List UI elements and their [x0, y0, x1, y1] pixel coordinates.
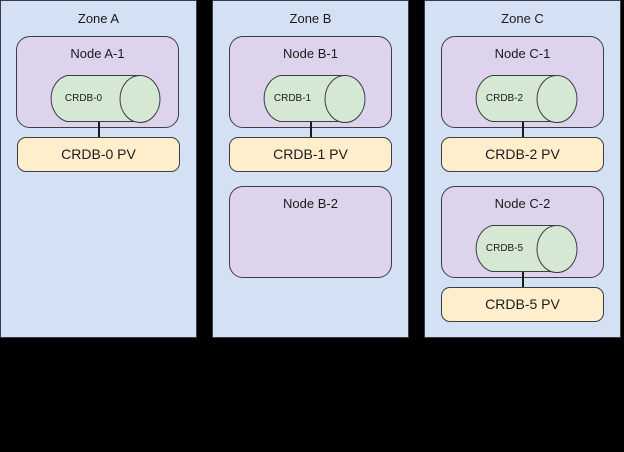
persistent-volume-label: CRDB-1 PV [273, 146, 348, 162]
cylinder-end-cap [324, 75, 366, 123]
node-title: Node B-1 [283, 46, 338, 61]
node-box-b-2[interactable]: Node B-2 [229, 186, 392, 278]
persistent-volume-label: CRDB-0 PV [61, 146, 136, 162]
persistent-volume-box[interactable]: CRDB-2 PV [441, 137, 604, 172]
persistent-volume-box[interactable]: CRDB-0 PV [17, 137, 180, 172]
persistent-volume-box[interactable]: CRDB-5 PV [441, 287, 604, 322]
connector-line [522, 272, 524, 288]
node-title: Node A-1 [70, 46, 125, 61]
zone-title: Zone C [501, 11, 544, 26]
crdb-pod-cylinder[interactable]: CRDB-1 [260, 75, 366, 123]
connector-line [310, 122, 312, 138]
persistent-volume-label: CRDB-5 PV [485, 296, 560, 312]
node-title: Node B-2 [283, 196, 338, 211]
crdb-pod-cylinder[interactable]: CRDB-2 [472, 75, 578, 123]
connector-line [98, 122, 100, 138]
zone-title: Zone A [77, 11, 120, 26]
node-title: Node C-2 [494, 196, 551, 211]
cylinder-end-cap [536, 75, 578, 123]
crdb-pod-cylinder[interactable]: CRDB-0 [47, 75, 161, 123]
persistent-volume-label: CRDB-2 PV [485, 146, 560, 162]
node-title: Node C-1 [494, 46, 551, 61]
crdb-pod-cylinder[interactable]: CRDB-5 [472, 225, 578, 273]
zone-title: Zone B [289, 11, 332, 26]
connector-line [522, 122, 524, 138]
persistent-volume-box[interactable]: CRDB-1 PV [229, 137, 392, 172]
cylinder-end-cap [536, 225, 578, 273]
cylinder-end-cap [119, 75, 161, 123]
